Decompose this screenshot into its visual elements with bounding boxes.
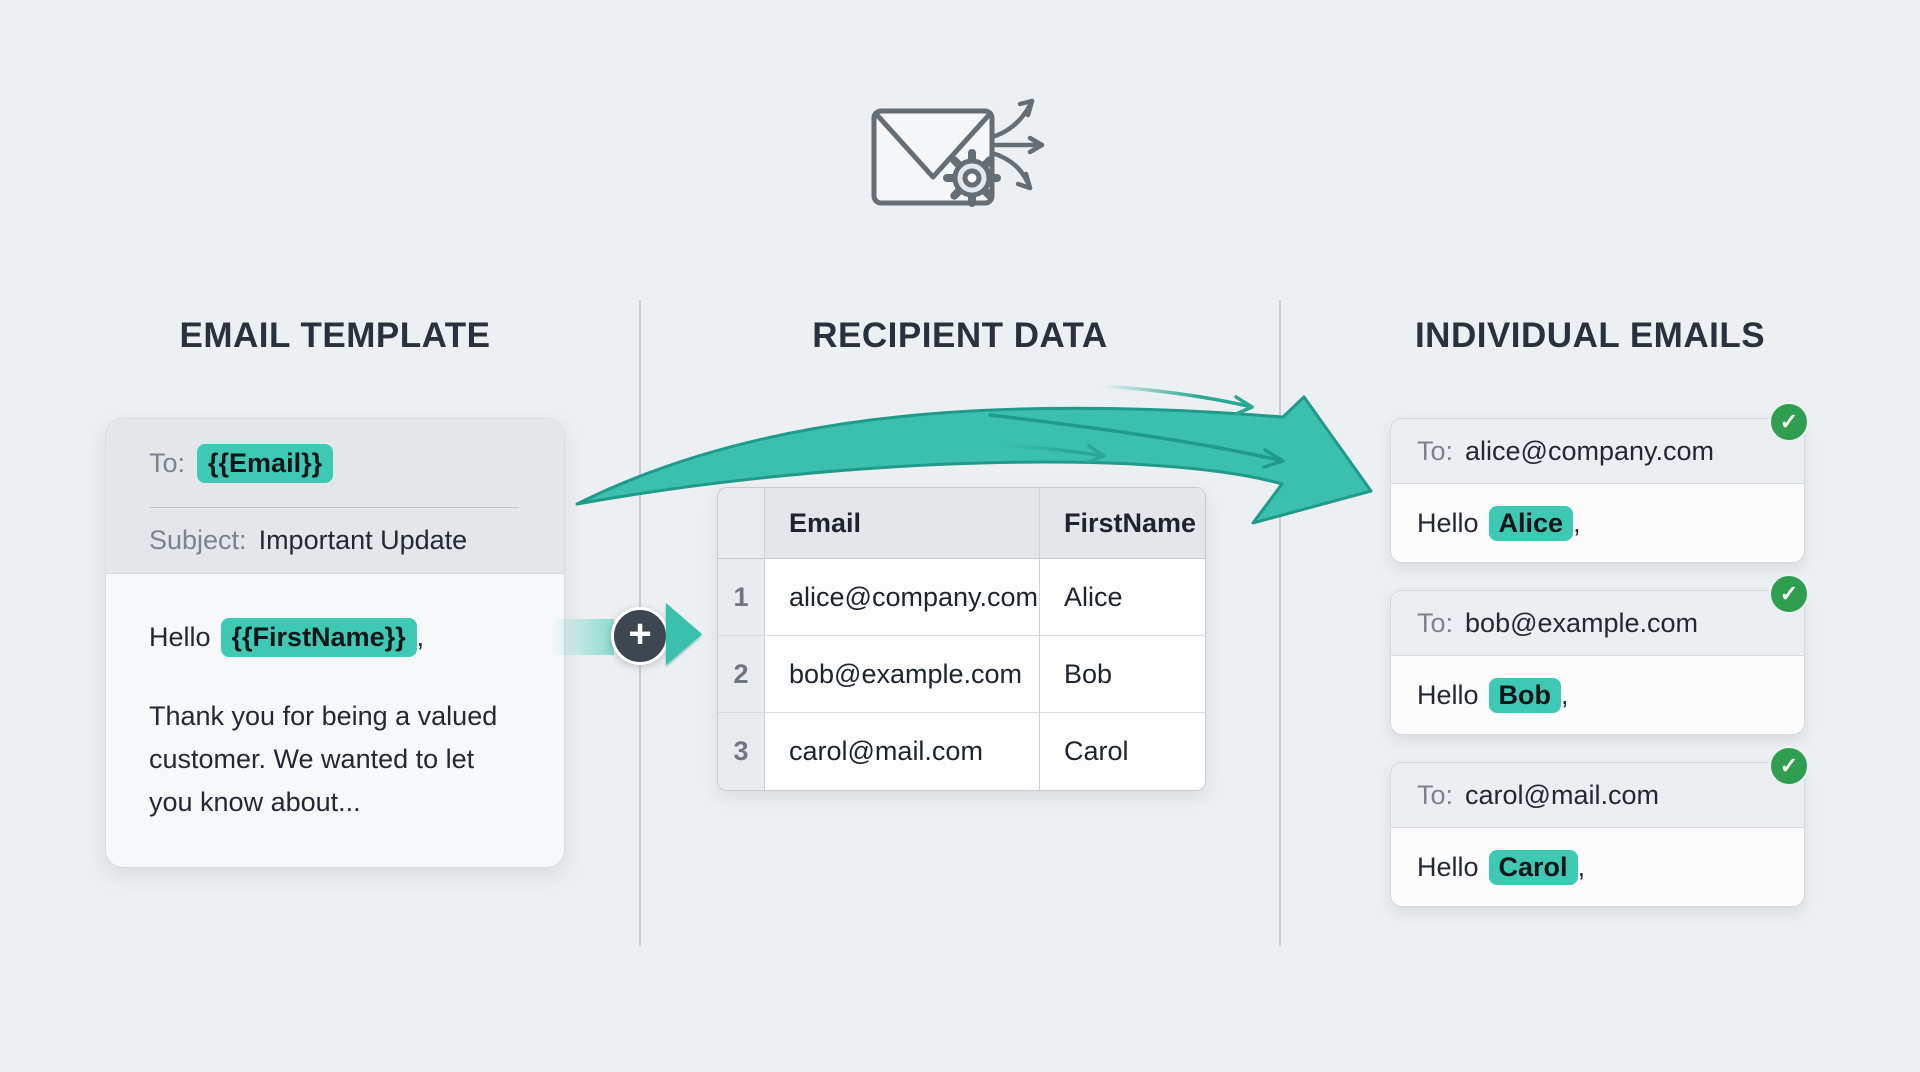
greeting-suffix: , (1577, 851, 1586, 882)
individual-email-card: ✓ To: bob@example.com Hello Bob , (1390, 574, 1809, 735)
plus-merge-icon: + (611, 607, 669, 665)
success-check-icon: ✓ (1769, 574, 1809, 614)
recipient-data-table: Email FirstName 1 alice@company.com Alic… (717, 487, 1206, 791)
small-flow-arrow-top (1100, 384, 1254, 416)
cell-email: carol@mail.com (765, 713, 1040, 790)
cell-email: alice@company.com (765, 559, 1040, 636)
firstname-merge-token: {{FirstName}} (220, 618, 417, 657)
greeting-prefix: Hello (1417, 679, 1479, 710)
cell-firstname: Alice (1040, 559, 1205, 636)
inner-flow-arrow (988, 413, 1285, 469)
email-merge-token: {{Email}} (197, 443, 334, 483)
gear-icon (943, 149, 1001, 207)
merged-name: Carol (1488, 849, 1578, 885)
to-label: To: (1417, 435, 1454, 466)
individual-email-card: ✓ To: carol@mail.com Hello Carol , (1390, 746, 1809, 907)
greeting-prefix: Hello (149, 622, 211, 652)
email-template-card: To: {{Email}} Subject: Important Update … (105, 418, 565, 868)
greeting-suffix: , (1573, 507, 1581, 538)
cell-email: bob@example.com (765, 636, 1040, 713)
table-header-firstname: FirstName (1040, 488, 1205, 559)
fan-out-arrows-icon (989, 98, 1045, 191)
table-corner-cell (718, 488, 765, 559)
greeting-suffix: , (416, 622, 425, 652)
greeting-suffix: , (1561, 679, 1569, 710)
recipient-address: bob@example.com (1465, 607, 1699, 638)
column-title-email-template: EMAIL TEMPLATE (179, 316, 491, 355)
to-label: To: (1417, 779, 1454, 810)
individual-email-card: ✓ To: alice@company.com Hello Alice , (1390, 402, 1809, 563)
row-number: 2 (718, 636, 765, 713)
template-card-header: To: {{Email}} Subject: Important Update (106, 419, 564, 574)
success-check-icon: ✓ (1769, 402, 1809, 442)
success-check-icon: ✓ (1769, 746, 1809, 786)
template-card-body: Hello {{FirstName}} , Thank you for bein… (106, 574, 564, 824)
mail-merge-icon (871, 98, 1045, 207)
merge-flow-band (550, 619, 614, 655)
cell-firstname: Bob (1040, 636, 1205, 713)
subject-label: Subject: (149, 524, 247, 555)
column-title-individual-emails: INDIVIDUAL EMAILS (1414, 316, 1766, 355)
column-divider-right (1279, 300, 1281, 946)
small-flow-arrow-middle (998, 443, 1106, 464)
greeting-prefix: Hello (1417, 507, 1479, 538)
to-label: To: (149, 447, 186, 478)
table-header-email: Email (765, 488, 1040, 559)
to-label: To: (1417, 607, 1454, 638)
row-number: 3 (718, 713, 765, 790)
plus-glyph: + (628, 612, 652, 656)
row-number: 1 (718, 559, 765, 636)
merged-name: Alice (1488, 505, 1574, 541)
recipient-address: carol@mail.com (1465, 779, 1659, 810)
merged-name: Bob (1488, 677, 1562, 713)
subject-value: Important Update (258, 524, 468, 555)
merge-arrowhead-icon (666, 603, 702, 665)
column-title-recipient-data: RECIPIENT DATA (812, 316, 1108, 355)
cell-firstname: Carol (1040, 713, 1205, 790)
recipient-address: alice@company.com (1465, 435, 1715, 466)
template-body-text: Thank you for being a valued customer. W… (149, 701, 498, 817)
greeting-prefix: Hello (1417, 851, 1479, 882)
